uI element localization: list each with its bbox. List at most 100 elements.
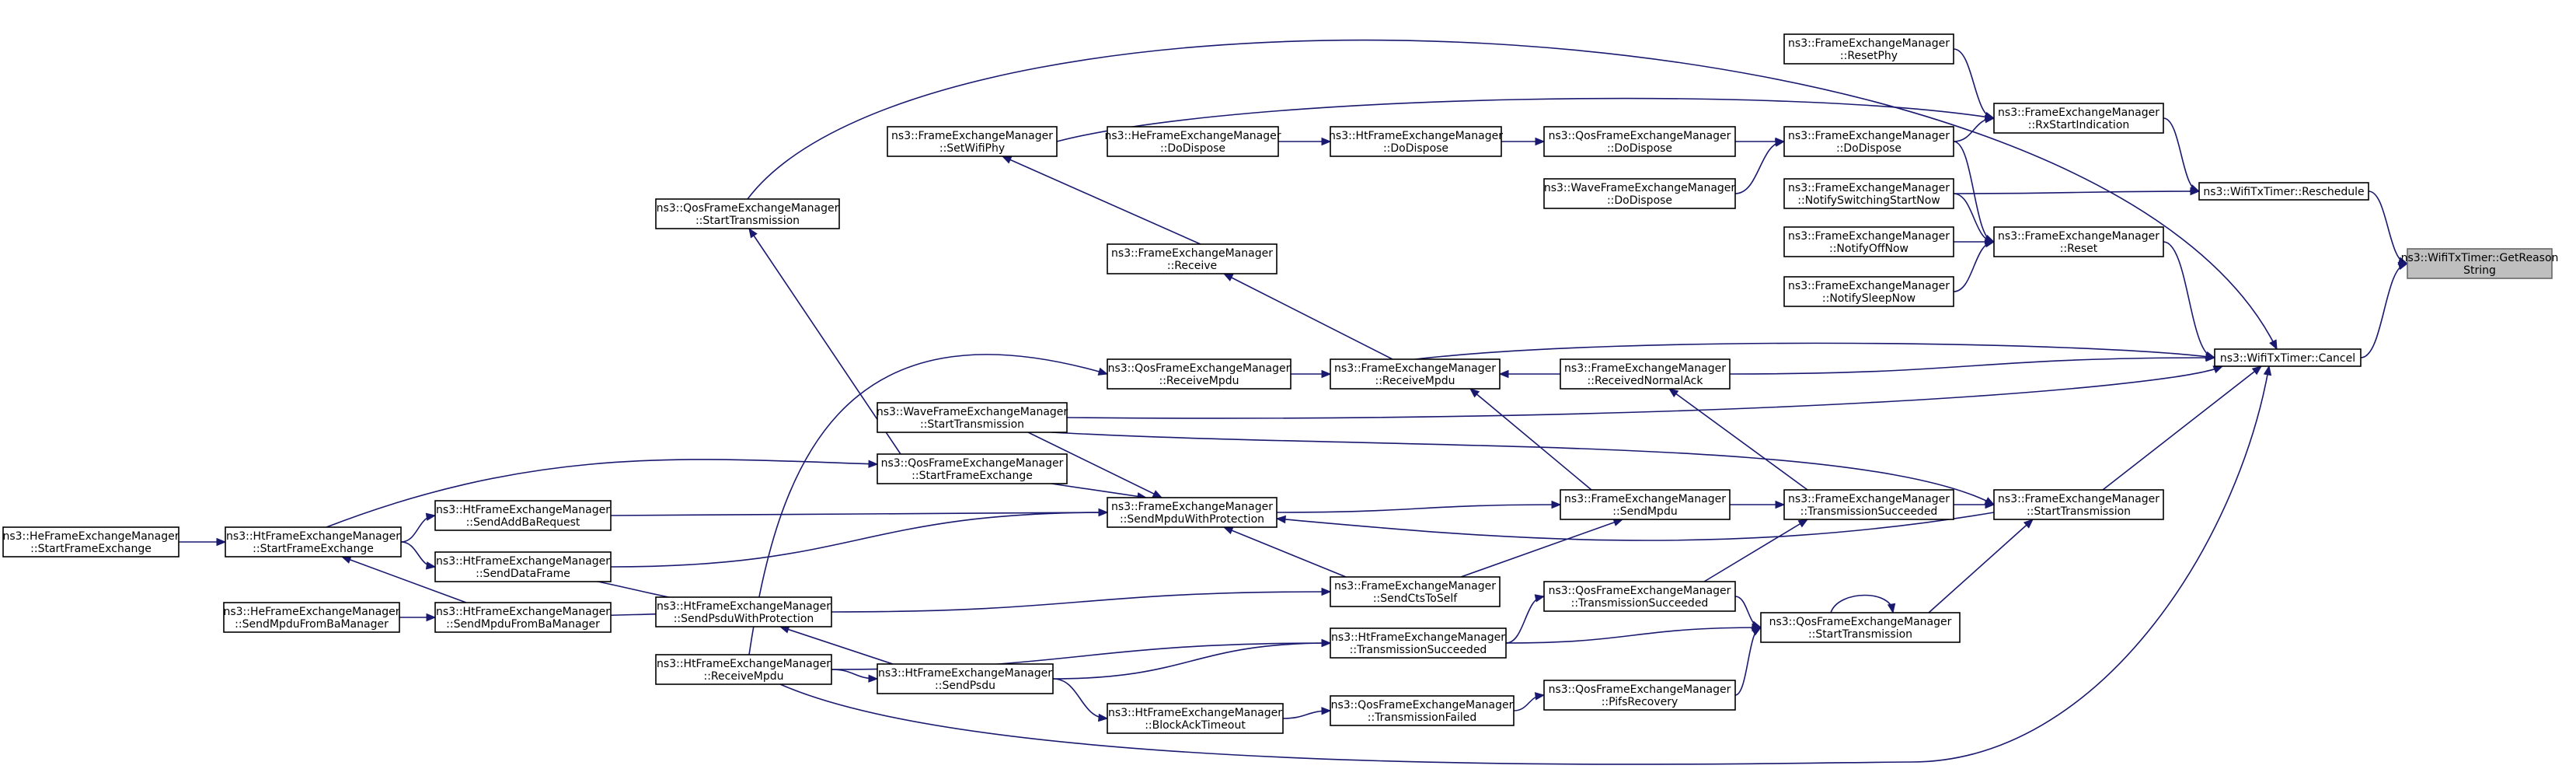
node-fem_starttx[interactable]: ns3::FrameExchangeManager::StartTransmis… (1993, 489, 2164, 520)
node-label: ns3::FrameExchangeManager (1564, 362, 1726, 375)
node-label: ::ReceiveMpdu (1159, 375, 1239, 387)
node-wave_starttx[interactable]: ns3::WaveFrameExchangeManager::StartTran… (877, 402, 1068, 433)
arrowhead-icon (748, 227, 758, 239)
node-ht_dodispose[interactable]: ns3::HtFrameExchangeManager::DoDispose (1329, 126, 1503, 157)
node-label: ns3::FrameExchangeManager (1788, 37, 1950, 50)
node-ht_senddata[interactable]: ns3::HtFrameExchangeManager::SendDataFra… (434, 551, 612, 582)
node-box (1560, 489, 1731, 520)
edge-ht_sendpsduprot-to-sendcts (831, 587, 1332, 613)
node-label: ::SendPsduWithProtection (674, 613, 814, 625)
edge-fem_sendmpdu-to-fem_txsucc (1730, 500, 1786, 509)
node-label: ::ReceiveMpdu (1375, 375, 1455, 387)
node-label: ns3::FrameExchangeManager (1998, 230, 2159, 243)
edge-notifyswitch-to-reschedule (1953, 187, 2201, 196)
node-sendcts[interactable]: ns3::FrameExchangeManager::SendCtsToSelf (1330, 576, 1501, 607)
node-rxstartind[interactable]: ns3::FrameExchangeManager::RxStartIndica… (1993, 103, 2164, 134)
node-recvnormalack[interactable]: ns3::FrameExchangeManager::ReceivedNorma… (1560, 358, 1731, 390)
node-fem_reset[interactable]: ns3::FrameExchangeManager::Reset (1993, 226, 2164, 257)
edge-ht_blockacktimeout-to-qos_txfailed (1282, 707, 1332, 719)
edge-line (1703, 519, 1808, 582)
node-setwifiphy[interactable]: ns3::FrameExchangeManager::SetWifiPhy (887, 126, 1058, 157)
node-label: ::TransmissionSucceeded (1800, 505, 1938, 518)
node-fem_receive[interactable]: ns3::FrameExchangeManager::Receive (1107, 243, 1278, 274)
node-notifyswitch[interactable]: ns3::FrameExchangeManager::NotifySwitchi… (1783, 178, 1954, 209)
arrowhead-icon (1984, 113, 1996, 121)
node-box (1330, 358, 1501, 390)
node-ht_blockacktimeout[interactable]: ns3::HtFrameExchangeManager::BlockAckTim… (1107, 703, 1284, 734)
arrowhead-icon (2269, 339, 2278, 351)
edge-line (779, 626, 894, 665)
node-box (655, 596, 832, 627)
edge-line (400, 515, 436, 543)
edge-ht_sendpsdu-to-ht_blockacktimeout (1052, 678, 1109, 722)
node-notifyoff[interactable]: ns3::FrameExchangeManager::NotifyOffNow (1783, 226, 1954, 257)
edge-ht_txsucc-to-qos_starttx2 (1505, 623, 1762, 644)
node-label: ::DoDispose (1836, 142, 1901, 155)
node-label: ns3::FrameExchangeManager (1564, 493, 1726, 505)
node-box (887, 126, 1058, 157)
node-label: ns3::FrameExchangeManager (1111, 247, 1273, 260)
node-qos_startfe[interactable]: ns3::QosFrameExchangeManager::StartFrame… (877, 453, 1068, 484)
node-he_startfe[interactable]: ns3::HeFrameExchangeManager::StartFrameE… (2, 526, 180, 558)
node-fem_txsucc[interactable]: ns3::FrameExchangeManager::TransmissionS… (1783, 489, 1954, 520)
node-ht_startfe[interactable]: ns3::HtFrameExchangeManager::StartFrameE… (225, 526, 402, 558)
node-box (1783, 489, 1954, 520)
node-box (1760, 612, 1961, 643)
node-wave_dodispose[interactable]: ns3::WaveFrameExchangeManager::DoDispose (1543, 178, 1736, 209)
edge-recvnormalack-to-cancel (1729, 353, 2216, 375)
node-box (655, 198, 840, 229)
node-qos_starttx[interactable]: ns3::QosFrameExchangeManager::StartTrans… (655, 198, 840, 229)
edge-qos_starttx2-to-qos_starttx2 (1830, 594, 1896, 614)
node-box (1107, 243, 1278, 274)
edge-line (1953, 191, 2200, 194)
node-label: ::TransmissionSucceeded (1571, 597, 1709, 610)
edge-ht_startfe-to-ht_senddata (400, 541, 437, 570)
arrowhead-icon (1152, 490, 1163, 498)
edge-qos_txfailed-to-qos_pifs (1513, 692, 1546, 711)
node-box (1107, 126, 1279, 157)
node-label: ns3::FrameExchangeManager (1334, 580, 1496, 592)
node-box (2407, 248, 2553, 279)
node-cancel[interactable]: ns3::WifiTxTimer::Cancel (2214, 348, 2362, 367)
edge-line (1052, 678, 1108, 719)
edge-line (1051, 483, 1147, 498)
node-he_dodispose[interactable]: ns3::HeFrameExchangeManager::DoDispose (1104, 126, 1281, 157)
edge-qos_pifs-to-qos_starttx2 (1734, 627, 1762, 696)
node-qos_txfailed[interactable]: ns3::QosFrameExchangeManager::Transmissi… (1330, 695, 1515, 726)
node-box (877, 453, 1068, 484)
node-qos_txsucc[interactable]: ns3::QosFrameExchangeManager::Transmissi… (1543, 581, 1736, 612)
node-ht_sendaddba[interactable]: ns3::HtFrameExchangeManager::SendAddBaRe… (434, 500, 612, 531)
node-label: ns3::HtFrameExchangeManager (878, 667, 1052, 680)
node-fem_sendmpdu[interactable]: ns3::FrameExchangeManager::SendMpdu (1560, 489, 1731, 520)
node-ht_sendpsdu[interactable]: ns3::HtFrameExchangeManager::SendPsdu (877, 663, 1054, 694)
node-reschedule[interactable]: ns3::WifiTxTimer::Reschedule (2198, 182, 2369, 201)
node-notifysleep[interactable]: ns3::FrameExchangeManager::NotifySleepNo… (1783, 276, 1954, 307)
arrowhead-icon (425, 512, 437, 521)
node-box (434, 551, 612, 582)
node-sendmpduprot[interactable]: ns3::FrameExchangeManager::SendMpduWithP… (1107, 497, 1278, 528)
node-ht_txsucc[interactable]: ns3::HtFrameExchangeManager::Transmissio… (1330, 627, 1507, 659)
node-label: ::SendMpdu (1612, 505, 1677, 518)
node-label: ns3::HeFrameExchangeManager (2, 530, 179, 543)
node-box (1993, 489, 2164, 520)
node-label: ::StartFrameExchange (253, 543, 374, 555)
node-ht_receivempdu[interactable]: ns3::HtFrameExchangeManager::ReceiveMpdu (655, 654, 832, 685)
node-fem_dodispose[interactable]: ns3::FrameExchangeManager::DoDispose (1783, 126, 1954, 157)
node-resetphy[interactable]: ns3::FrameExchangeManager::ResetPhy (1783, 33, 1954, 65)
arrowhead-icon (1097, 367, 1109, 376)
node-label: ns3::QosFrameExchangeManager (881, 457, 1064, 470)
node-label: ::NotifySwitchingStartNow (1797, 194, 1940, 207)
arrowhead-icon (1001, 156, 1013, 164)
node-qos_receivempdu[interactable]: ns3::QosFrameExchangeManager::ReceiveMpd… (1107, 358, 1291, 390)
node-he_sendmpdufromba[interactable]: ns3::HeFrameExchangeManager::SendMpduFro… (223, 602, 400, 633)
node-label: ns3::QosFrameExchangeManager (1331, 699, 1514, 711)
node-label: ns3::FrameExchangeManager (1788, 493, 1950, 505)
node-fem_receivempdu[interactable]: ns3::FrameExchangeManager::ReceiveMpdu (1330, 358, 1501, 390)
node-qos_dodispose[interactable]: ns3::QosFrameExchangeManager::DoDispose (1543, 126, 1736, 157)
node-qos_starttx2[interactable]: ns3::QosFrameExchangeManager::StartTrans… (1760, 612, 1961, 643)
node-qos_pifs[interactable]: ns3::QosFrameExchangeManager::PifsRecove… (1543, 680, 1736, 711)
node-ht_sendmpdufromba[interactable]: ns3::HtFrameExchangeManager::SendMpduFro… (434, 602, 612, 633)
node-ht_sendpsduprot[interactable]: ns3::HtFrameExchangeManager::SendPsduWit… (655, 596, 832, 627)
